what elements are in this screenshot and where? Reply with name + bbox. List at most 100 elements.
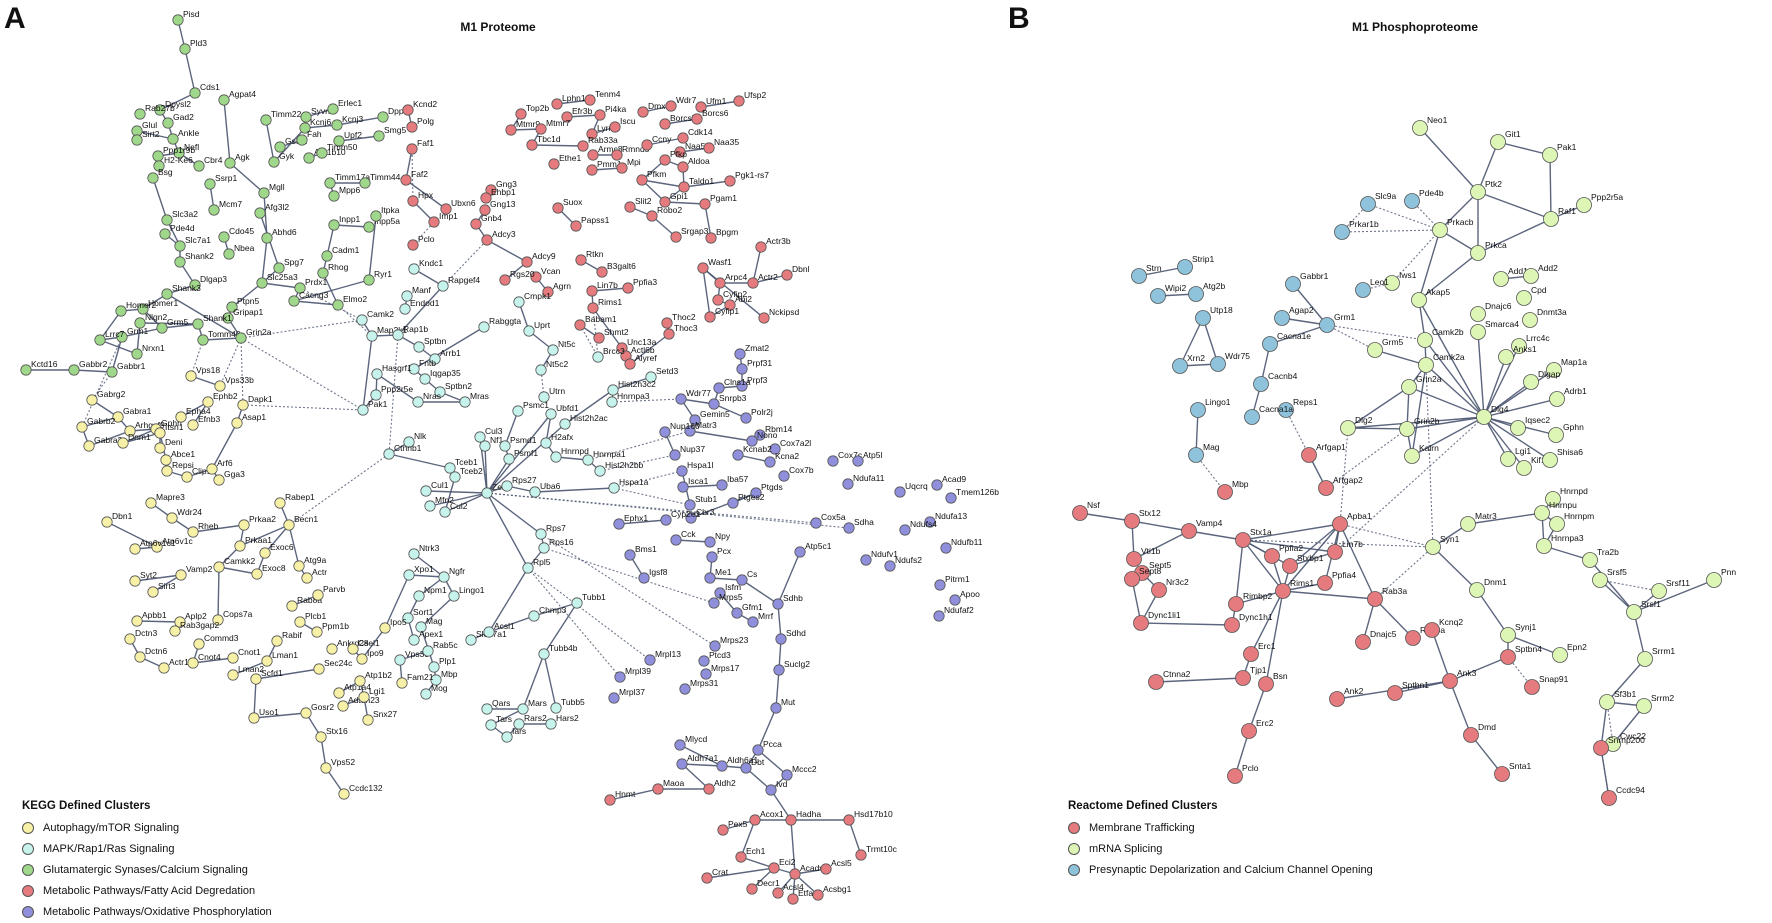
network-node: Ank2: [1329, 686, 1364, 707]
node-circle: [884, 560, 896, 572]
node-label: Borcs7: [670, 113, 697, 123]
node-label: Neo1: [1427, 115, 1448, 125]
legend-swatch: [1068, 863, 1080, 876]
network-edge: [88, 430, 131, 447]
node-circle: [781, 269, 793, 281]
node-label: Mtmr9: [516, 119, 540, 129]
network-node: Pcca: [752, 739, 782, 756]
node-circle: [250, 673, 262, 685]
network-node: Slc9a: [1360, 191, 1397, 212]
network-node: Rab3a: [1367, 586, 1407, 607]
node-label: Spg7: [284, 257, 304, 267]
network-node: Rpl5: [522, 557, 551, 574]
network-edge: [1483, 416, 1509, 460]
node-label: Mccc2: [792, 764, 817, 774]
network-edge: [1341, 229, 1441, 233]
node-label: Rab5c: [433, 640, 458, 650]
node-circle: [775, 633, 787, 645]
network-edge: [159, 92, 196, 111]
node-circle: [924, 516, 936, 528]
node-circle: [550, 451, 562, 463]
node-label: Hist2h3c2: [618, 379, 656, 389]
node-label: Isfm: [725, 582, 741, 592]
network-node: Gabbr2: [68, 359, 108, 376]
node-circle: [1150, 288, 1166, 304]
node-circle: [700, 668, 712, 680]
node-label: Ppfia4: [1332, 570, 1356, 580]
network-edge: [531, 144, 584, 147]
node-label: Cyp2e1: [671, 509, 701, 519]
network-node: Tubb4b: [538, 643, 578, 660]
node-circle: [408, 548, 420, 560]
network-node: Dpp6: [377, 106, 409, 123]
network-node: Kcnj3: [331, 114, 364, 131]
network-edge: [388, 334, 399, 455]
node-label: Alyref: [635, 353, 657, 363]
network-edge: [848, 819, 862, 856]
node-label: Grin2a: [246, 327, 272, 337]
network-node: Tceb1: [444, 457, 478, 474]
node-label: Gabra3: [94, 435, 123, 445]
node-label: Mut: [781, 697, 796, 707]
network-node: Erc2: [1241, 718, 1274, 739]
network-edge: [1339, 523, 1376, 600]
node-circle: [528, 610, 540, 622]
network-edge: [1265, 590, 1284, 685]
node-circle: [670, 231, 682, 243]
network-node: Parvb: [312, 584, 345, 601]
node-circle: [179, 43, 191, 55]
network-node: Apex1: [408, 629, 443, 646]
node-label: Nrxn1: [142, 343, 165, 353]
node-circle: [1500, 649, 1516, 665]
node-label: Agrn: [553, 281, 571, 291]
network-node: Ephx1: [613, 513, 648, 530]
node-circle: [940, 542, 952, 554]
network-edge: [240, 319, 363, 339]
node-label: Pmm1: [597, 159, 622, 169]
node-label: Nckipsd: [769, 307, 800, 317]
network-node: Cnot1: [227, 647, 261, 664]
node-label: Slit2: [635, 196, 652, 206]
network-node: Uqcrq: [894, 481, 928, 498]
node-circle: [459, 396, 471, 408]
network-node: Tomm40: [197, 329, 241, 346]
node-label: Ndufa11: [853, 473, 885, 483]
network-edge: [192, 657, 234, 664]
node-circle: [810, 517, 822, 529]
node-circle: [1470, 306, 1486, 322]
node-circle: [283, 519, 295, 531]
network-node: Commd3: [193, 633, 239, 650]
node-label: Ndufaf2: [944, 605, 974, 615]
node-label: Gosr2: [311, 702, 334, 712]
node-label: Hnrnpa3: [1551, 533, 1584, 543]
network-node: Pde4b: [1404, 188, 1444, 209]
node-circle: [1151, 582, 1167, 598]
node-label: Thoc3: [674, 323, 698, 333]
node-circle: [636, 174, 648, 186]
node-label: Csel1: [358, 638, 380, 648]
node-label: Grin2b: [1414, 416, 1440, 426]
node-label: Ssrp1: [215, 173, 237, 183]
node-label: Pfkp: [670, 149, 687, 159]
node-label: Pld3: [190, 38, 207, 48]
node-label: Tubb5: [561, 697, 585, 707]
node-circle: [154, 427, 166, 439]
node-circle: [1131, 268, 1147, 284]
network-node: Timm44: [359, 172, 401, 189]
node-circle: [134, 651, 146, 663]
node-label: Dync1h1: [1239, 612, 1273, 622]
node-label: Inpp1: [339, 214, 361, 224]
network-node: Cacna1a: [1244, 404, 1293, 425]
node-circle: [1470, 184, 1486, 200]
node-circle: [1706, 572, 1722, 588]
network-node: Ndufs2: [884, 555, 922, 572]
network-node: Wdr75: [1210, 351, 1250, 372]
node-label: Taldo1: [689, 176, 714, 186]
network-edge: [253, 712, 307, 719]
network-edge: [618, 519, 667, 525]
node-label: Aldh7a1: [687, 753, 718, 763]
node-label: Gripap1: [233, 307, 264, 317]
network-node: Syn1: [1425, 534, 1460, 555]
node-circle: [1181, 523, 1197, 539]
node-circle: [470, 218, 482, 230]
